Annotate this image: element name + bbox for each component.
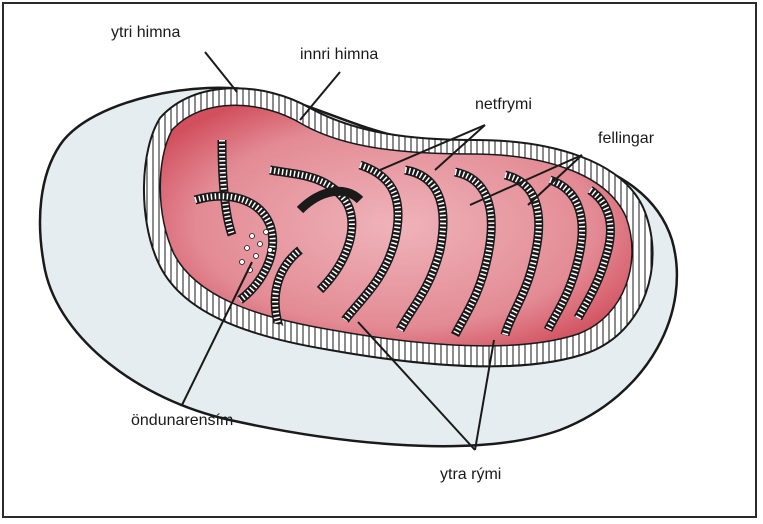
label-intermembrane-space: ytra rými (440, 466, 501, 484)
label-matrix: netfrymi (475, 96, 532, 114)
label-cristae: fellingar (598, 130, 654, 148)
leader-ytri-himna (205, 52, 237, 92)
label-inner-membrane: innri himna (300, 46, 378, 64)
label-outer-membrane: ytri himna (111, 24, 180, 42)
label-respiratory-enzymes: öndunarensím (131, 412, 233, 430)
